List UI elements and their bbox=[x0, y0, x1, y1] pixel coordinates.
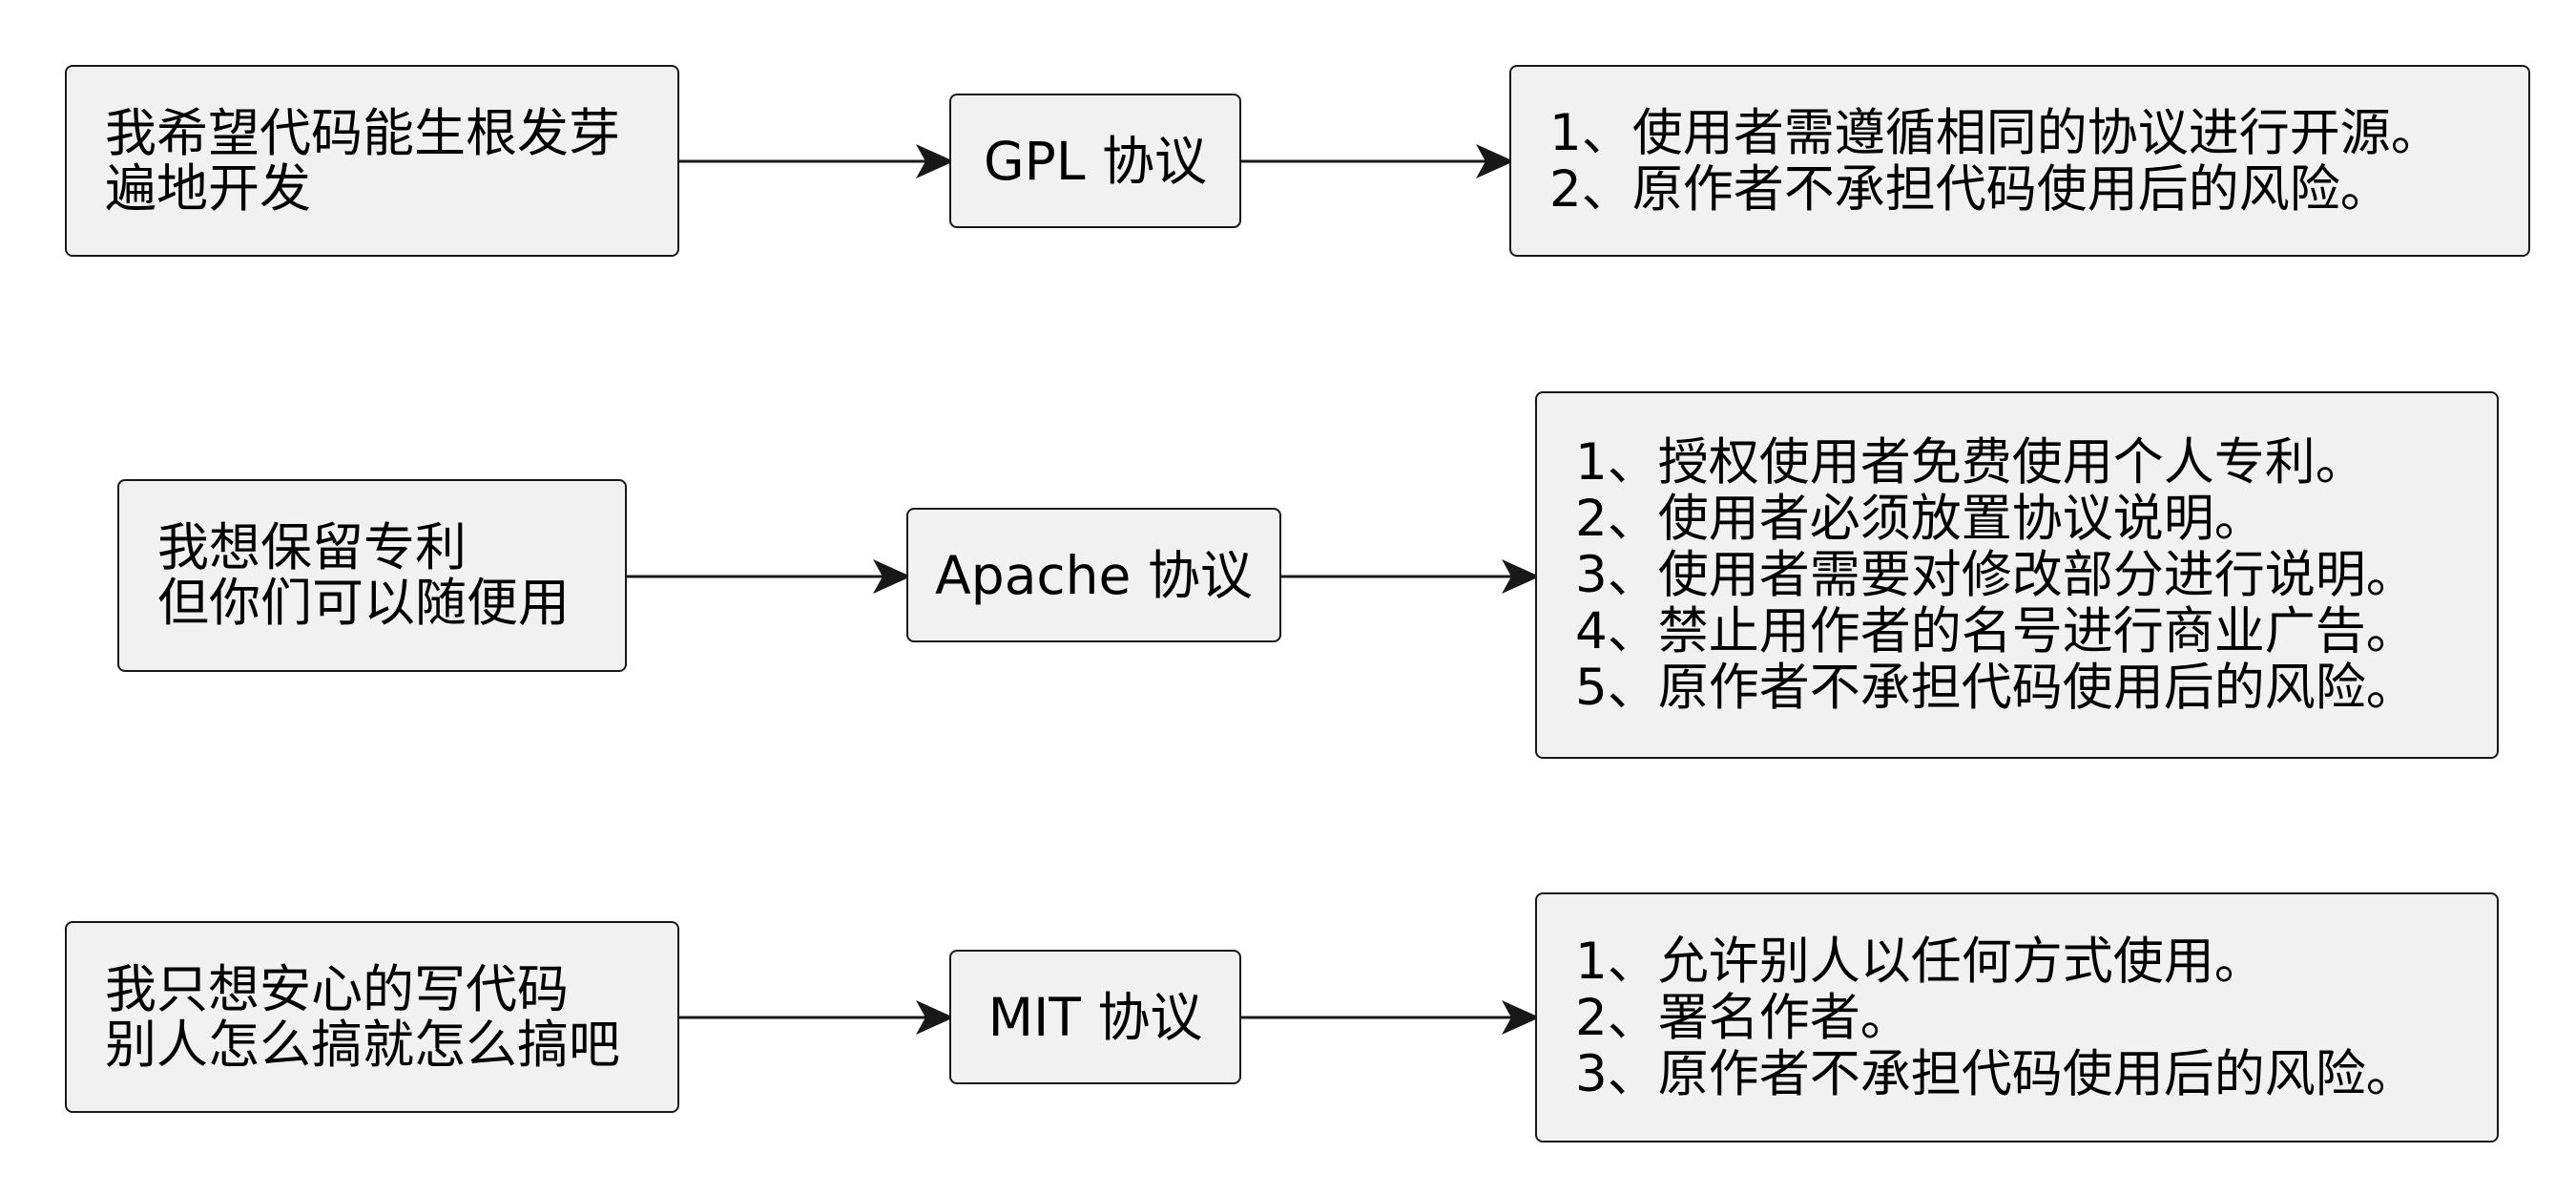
term-item: 4、禁止用作者的名号进行商业广告。 bbox=[1575, 602, 2417, 660]
term-item: 2、署名作者。 bbox=[1575, 988, 1911, 1047]
arrow-gpl-need-to-license bbox=[679, 144, 954, 178]
license-label: MIT 协议 bbox=[987, 986, 1203, 1048]
term-item: 3、原作者不承担代码使用后的风险。 bbox=[1575, 1044, 2417, 1103]
terms-node-apache: 1、授权使用者免费使用个人专利。 2、使用者必须放置协议说明。 3、使用者需要对… bbox=[1535, 391, 2499, 759]
need-line: 我只想安心的写代码 bbox=[105, 958, 569, 1019]
license-node-mit: MIT 协议 bbox=[949, 950, 1241, 1084]
term-item: 2、原作者不承担代码使用后的风险。 bbox=[1549, 159, 2391, 219]
need-line: 我想保留专利 bbox=[157, 517, 467, 577]
arrow-apache-need-to-license bbox=[627, 559, 911, 594]
license-node-apache: Apache 协议 bbox=[906, 508, 1281, 642]
arrow-mit-need-to-license bbox=[679, 1000, 954, 1035]
need-line: 但你们可以随便用 bbox=[157, 573, 570, 633]
arrow-apache-license-to-terms bbox=[1281, 559, 1540, 594]
terms-node-mit: 1、允许别人以任何方式使用。 2、署名作者。 3、原作者不承担代码使用后的风险。 bbox=[1535, 892, 2499, 1143]
term-item: 1、允许别人以任何方式使用。 bbox=[1575, 932, 2265, 991]
need-node-mit: 我只想安心的写代码 别人怎么搞就怎么搞吧 bbox=[65, 921, 679, 1113]
arrow-mit-license-to-terms bbox=[1241, 1000, 1540, 1035]
license-label: Apache 协议 bbox=[935, 544, 1253, 606]
term-item: 5、原作者不承担代码使用后的风险。 bbox=[1575, 659, 2417, 717]
term-item: 1、使用者需遵循相同的协议进行开源。 bbox=[1549, 103, 2441, 162]
need-node-gpl: 我希望代码能生根发芽 遍地开发 bbox=[65, 65, 679, 257]
license-node-gpl: GPL 协议 bbox=[949, 94, 1241, 228]
term-item: 3、使用者需要对修改部分进行说明。 bbox=[1575, 546, 2417, 604]
need-line: 我希望代码能生根发芽 bbox=[105, 102, 620, 163]
terms-node-gpl: 1、使用者需遵循相同的协议进行开源。 2、原作者不承担代码使用后的风险。 bbox=[1509, 65, 2530, 257]
need-node-apache: 我想保留专利 但你们可以随便用 bbox=[117, 479, 627, 672]
license-label: GPL 协议 bbox=[984, 130, 1207, 192]
term-item: 2、使用者必须放置协议说明。 bbox=[1575, 490, 2265, 548]
term-item: 1、授权使用者免费使用个人专利。 bbox=[1575, 433, 2366, 492]
need-line: 遍地开发 bbox=[105, 157, 311, 219]
need-line: 别人怎么搞就怎么搞吧 bbox=[105, 1014, 620, 1075]
arrow-gpl-license-to-terms bbox=[1241, 144, 1514, 178]
